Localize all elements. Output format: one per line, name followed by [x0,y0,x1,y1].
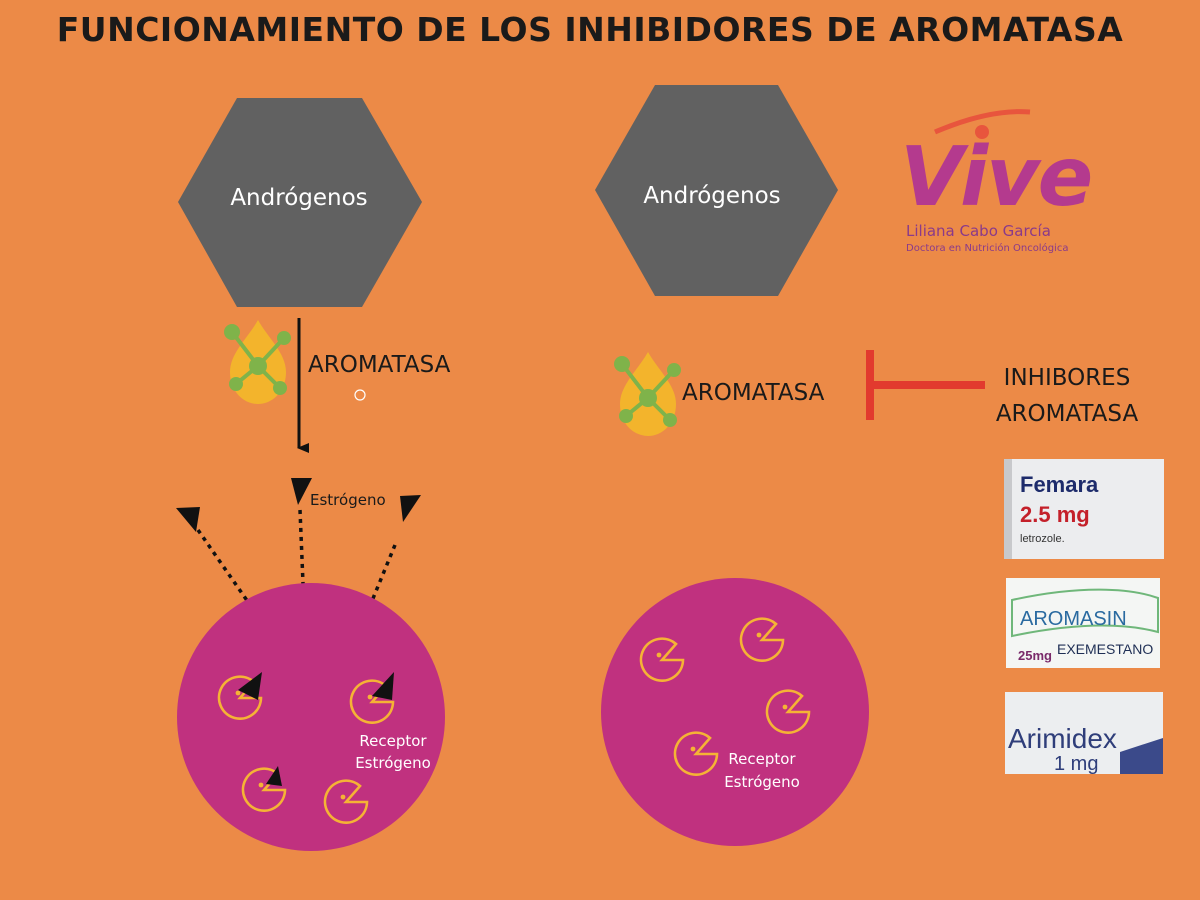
estrogen-triangle [291,478,312,505]
aromatase-enzyme-icon-right [614,352,681,436]
aromatase-label-left: AROMATASA [308,352,451,378]
estrogen-triangle [400,495,421,522]
aromasin-generic: EXEMESTANO [1057,641,1153,657]
logo-name: Liliana Cabo García [906,222,1051,240]
androgens-label-right: Andrógenos [643,183,780,209]
estrogen-label: Estrógeno [310,491,386,509]
inhibition-symbol [870,350,985,420]
aromasin-box: AROMASIN 25mg EXEMESTANO [1006,578,1160,668]
cell-left [177,583,445,851]
cell-right [601,578,869,846]
arimidex-dose: 1 mg [1054,753,1098,775]
aromatase-enzyme-icon-left [224,320,291,404]
receptor-label-left: Estrógeno [355,754,431,772]
logo-subtitle: Doctora en Nutrición Oncológica [906,242,1068,254]
arimidex-brand: Arimidex [1008,723,1117,754]
aromatase-label-right: AROMATASA [682,380,825,406]
tiny-smile-icon [355,390,365,400]
aromasin-brand: AROMASIN [1020,608,1127,630]
aromasin-dose: 25mg [1018,648,1052,663]
androgens-label-left: Andrógenos [230,185,367,211]
femara-generic: letrozole. [1020,533,1065,545]
femara-brand: Femara [1020,472,1099,497]
femara-dose: 2.5 mg [1020,502,1090,527]
vive-logo: Vive Liliana Cabo García Doctora en Nutr… [900,112,1091,254]
receptor-label-left: Receptor [359,732,427,750]
receptor-label-right: Estrógeno [724,773,800,791]
inhibitors-label: AROMATASA [996,401,1139,427]
estrogen-triangle [176,507,200,532]
receptor-label-right: Receptor [728,750,796,768]
inhibitors-label: INHIBORES [1004,365,1131,391]
arimidex-box: Arimidex 1 mg [1005,692,1163,775]
femara-box: Femara 2.5 mg letrozole. [1004,459,1164,559]
logo-brand: Vive [900,130,1091,225]
